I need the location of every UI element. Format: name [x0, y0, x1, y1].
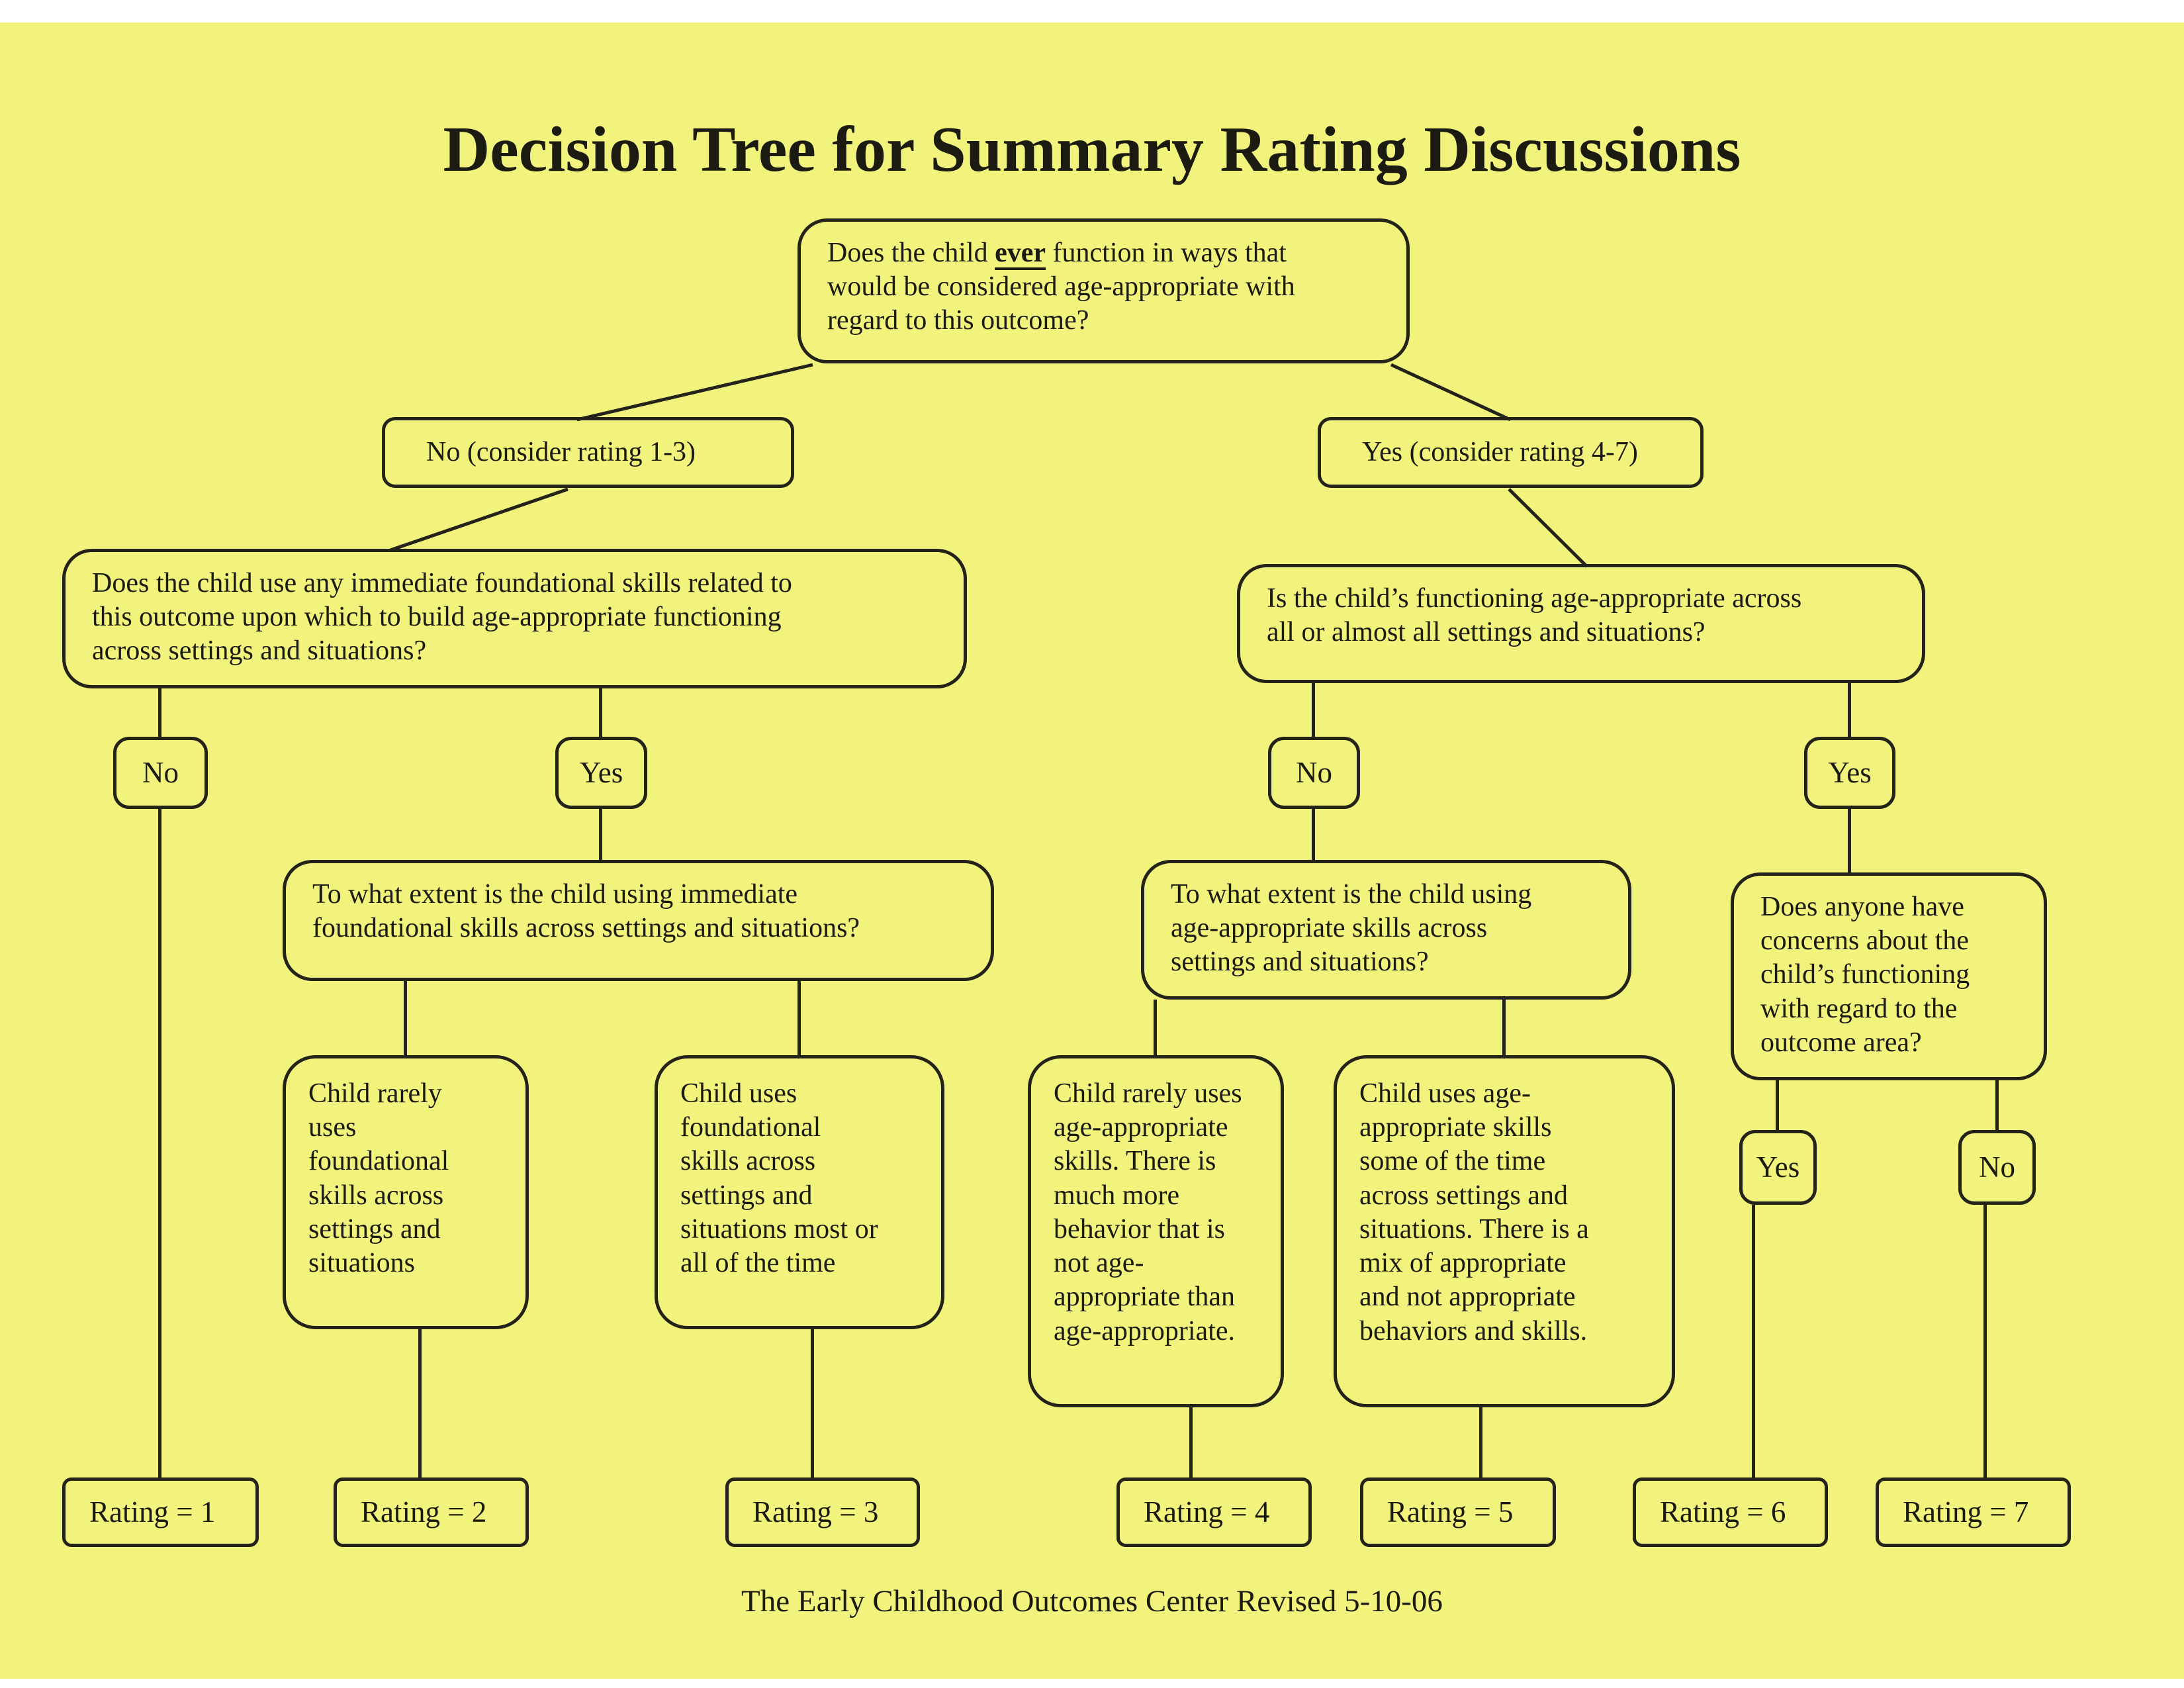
connector-root-to-no-branch [576, 363, 813, 422]
root-question-prefix: Does the child [827, 238, 995, 268]
connector-line [1312, 809, 1315, 861]
root-question-suffix: function in ways that would be considere… [827, 238, 1295, 336]
connector-line [599, 809, 602, 861]
rating-7-box: Rating = 7 [1876, 1477, 2071, 1547]
connector-yes-branch-to-question [1508, 488, 1588, 568]
description-rating-5-box: Child uses age- appropriate skills some … [1334, 1055, 1675, 1407]
connector-line [158, 688, 161, 738]
connector-line [1154, 1000, 1157, 1056]
branch-no-box: No (consider rating 1-3) [382, 417, 794, 488]
connector-line [1502, 1000, 1506, 1056]
rating-2-box: Rating = 2 [334, 1477, 529, 1547]
rating-5-box: Rating = 5 [1360, 1477, 1556, 1547]
description-rating-3-box: Child uses foundational skills across se… [655, 1055, 944, 1329]
connector-line [1995, 1080, 1999, 1131]
rating-6-box: Rating = 6 [1633, 1477, 1828, 1547]
answer-yes-2-box: Yes [1804, 737, 1895, 809]
connector-no-branch-to-question [390, 487, 569, 552]
connector-line [1848, 683, 1851, 738]
answer-no-1-box: No [113, 737, 208, 809]
root-question-emphasis: ever [995, 238, 1046, 268]
connector-line [797, 981, 801, 1056]
connector-line [1479, 1407, 1482, 1479]
connector-line [1848, 809, 1851, 874]
connector-line [599, 688, 602, 738]
rating-1-box: Rating = 1 [62, 1477, 259, 1547]
connector-line [1983, 1205, 1987, 1479]
connector-line [404, 981, 407, 1056]
connector-line [1752, 1205, 1755, 1479]
connector-line [811, 1329, 814, 1479]
branch-yes-box: Yes (consider rating 4-7) [1318, 417, 1704, 488]
connector-line [418, 1329, 422, 1479]
footer-credit: The Early Childhood Outcomes Center Revi… [741, 1584, 1443, 1618]
question-foundational-skills-box: Does the child use any immediate foundat… [62, 549, 967, 688]
answer-yes-3-box: Yes [1739, 1130, 1817, 1205]
question-extent-age-appropriate-box: To what extent is the child using age-ap… [1141, 860, 1631, 1000]
connector-line [1312, 683, 1315, 738]
rating-3-box: Rating = 3 [725, 1477, 920, 1547]
question-age-appropriate-box: Is the child’s functioning age-appropria… [1237, 564, 1925, 683]
connector-line [158, 809, 161, 1479]
scan-margin-top [0, 0, 2184, 23]
question-extent-foundational-box: To what extent is the child using immedi… [283, 860, 994, 981]
scan-margin-bottom [0, 1679, 2184, 1688]
question-concerns-box: Does anyone have concerns about the chil… [1731, 872, 2047, 1080]
answer-no-2-box: No [1268, 737, 1360, 809]
description-rating-2-box: Child rarely uses foundational skills ac… [283, 1055, 529, 1329]
answer-yes-1-box: Yes [555, 737, 647, 809]
root-question-box: Does the child ever function in ways tha… [797, 218, 1410, 363]
connector-line [1776, 1080, 1779, 1131]
connector-root-to-yes-branch [1390, 363, 1512, 422]
page-title: Decision Tree for Summary Rating Discuss… [443, 114, 1741, 185]
answer-no-3-box: No [1958, 1130, 2036, 1205]
rating-4-box: Rating = 4 [1116, 1477, 1312, 1547]
connector-line [1189, 1407, 1193, 1479]
description-rating-4-box: Child rarely uses age-appropriate skills… [1028, 1055, 1284, 1407]
